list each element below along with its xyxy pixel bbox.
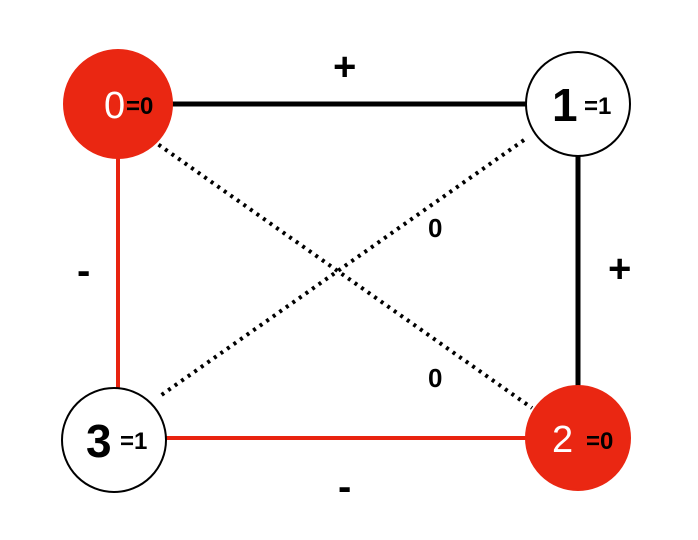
edge-1-2-label: + bbox=[608, 247, 631, 291]
node-2-id: 2 bbox=[552, 419, 573, 461]
edge-1-3-label: 0 bbox=[428, 213, 442, 243]
edge-1-3-dotted bbox=[158, 138, 526, 398]
edge-3-2-label: - bbox=[338, 465, 351, 509]
node-0: 0 =0 bbox=[63, 49, 173, 159]
edge-0-2-dotted bbox=[150, 138, 534, 410]
node-1-id: 1 bbox=[552, 79, 578, 131]
edge-0-3-label: - bbox=[77, 249, 90, 293]
node-3: 3 =1 bbox=[61, 387, 167, 493]
node-2-value: =0 bbox=[586, 428, 613, 455]
node-0-id: 0 bbox=[104, 85, 125, 127]
node-1-value: =1 bbox=[584, 93, 611, 120]
node-0-value: =0 bbox=[126, 93, 153, 120]
edge-0-2-label: 0 bbox=[428, 363, 442, 393]
node-3-value: =1 bbox=[120, 428, 147, 455]
node-2: 2 =0 bbox=[525, 385, 631, 491]
node-1: 1 =1 bbox=[525, 51, 631, 157]
node-3-id: 3 bbox=[86, 415, 112, 467]
edge-0-1-label: + bbox=[333, 45, 356, 89]
